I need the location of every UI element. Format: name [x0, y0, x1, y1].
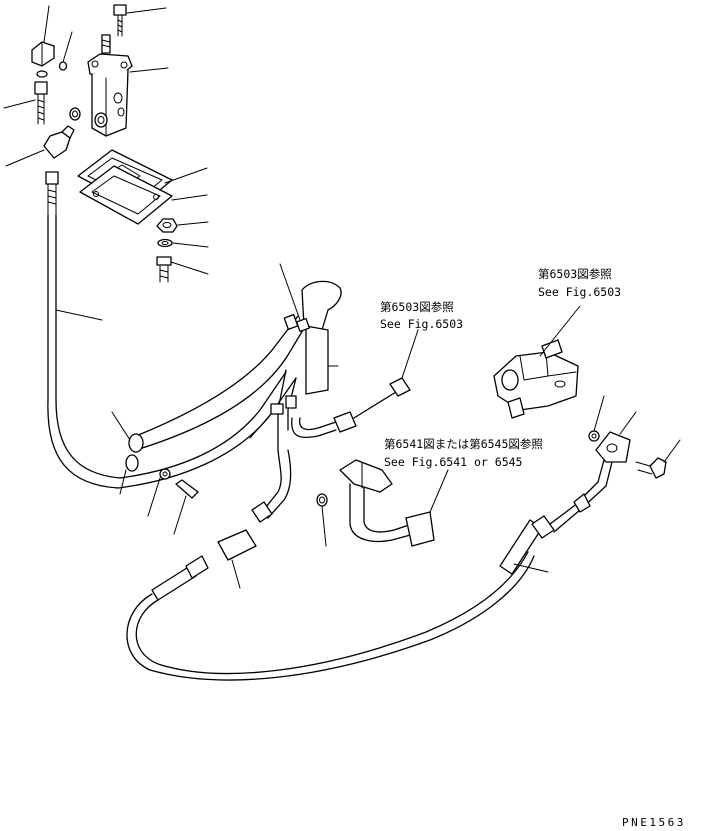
hose-left [47, 214, 121, 489]
hose-nut [333, 411, 357, 433]
washer [157, 238, 173, 248]
spacer-plate [79, 165, 173, 225]
tee-outlet [405, 511, 435, 547]
junction-parts [147, 468, 199, 535]
left-fittings [3, 5, 81, 216]
ref-en-label: See Fig.6503 [538, 285, 621, 299]
elbow-fitting [31, 41, 55, 67]
tee-junction [339, 459, 449, 547]
connector-nut [34, 81, 48, 95]
reference-top-center: 第6503図参照 See Fig.6503 [380, 300, 463, 331]
bolt [649, 457, 667, 479]
tee-body [339, 459, 393, 493]
tube-nut [45, 171, 59, 185]
gasket-plate [77, 149, 208, 225]
brake-valve [493, 351, 579, 411]
mounting-bracket [301, 280, 342, 331]
ref-jp-label: 第6503図参照 [380, 300, 454, 314]
reference-top-right: 第6503図参照 See Fig.6503 [538, 267, 621, 299]
o-ring [588, 430, 600, 442]
bolt [156, 256, 172, 266]
drawing-code: PNE1563 [622, 816, 686, 829]
hose-bottom-loop [126, 459, 613, 681]
joint-bolt [175, 479, 199, 499]
ref-en-label: See Fig.6503 [380, 317, 463, 331]
valve-flange [87, 53, 133, 77]
o-ring [316, 493, 328, 507]
washer [159, 468, 171, 480]
valve-port [94, 112, 108, 128]
nut [156, 218, 178, 233]
nut-washer-bolt [156, 218, 209, 283]
reference-middle: 第6541図または第6545図参照 See Fig.6541 or 6545 [384, 437, 543, 469]
ref-jp-label: 第6503図参照 [538, 267, 612, 281]
swivel-fitting [217, 529, 257, 561]
tee-fitting [270, 403, 284, 415]
block-fitting [595, 431, 631, 463]
pipe-clamp [125, 454, 139, 472]
valve-screw [101, 34, 111, 54]
hose-end-fitting [389, 377, 411, 397]
ref-jp-label: 第6541図または第6545図参照 [384, 437, 543, 451]
bolt-head [113, 4, 127, 16]
pipe-lines-center [111, 263, 419, 495]
right-valve-group [493, 305, 681, 479]
pipe-clamp [128, 433, 144, 453]
o-ring [69, 107, 81, 121]
valve-assembly [87, 4, 169, 137]
ref-en-label: See Fig.6541 or 6545 [384, 455, 522, 469]
elbow-fitting [43, 131, 71, 159]
o-ring [58, 61, 68, 71]
hose-down [151, 449, 328, 601]
